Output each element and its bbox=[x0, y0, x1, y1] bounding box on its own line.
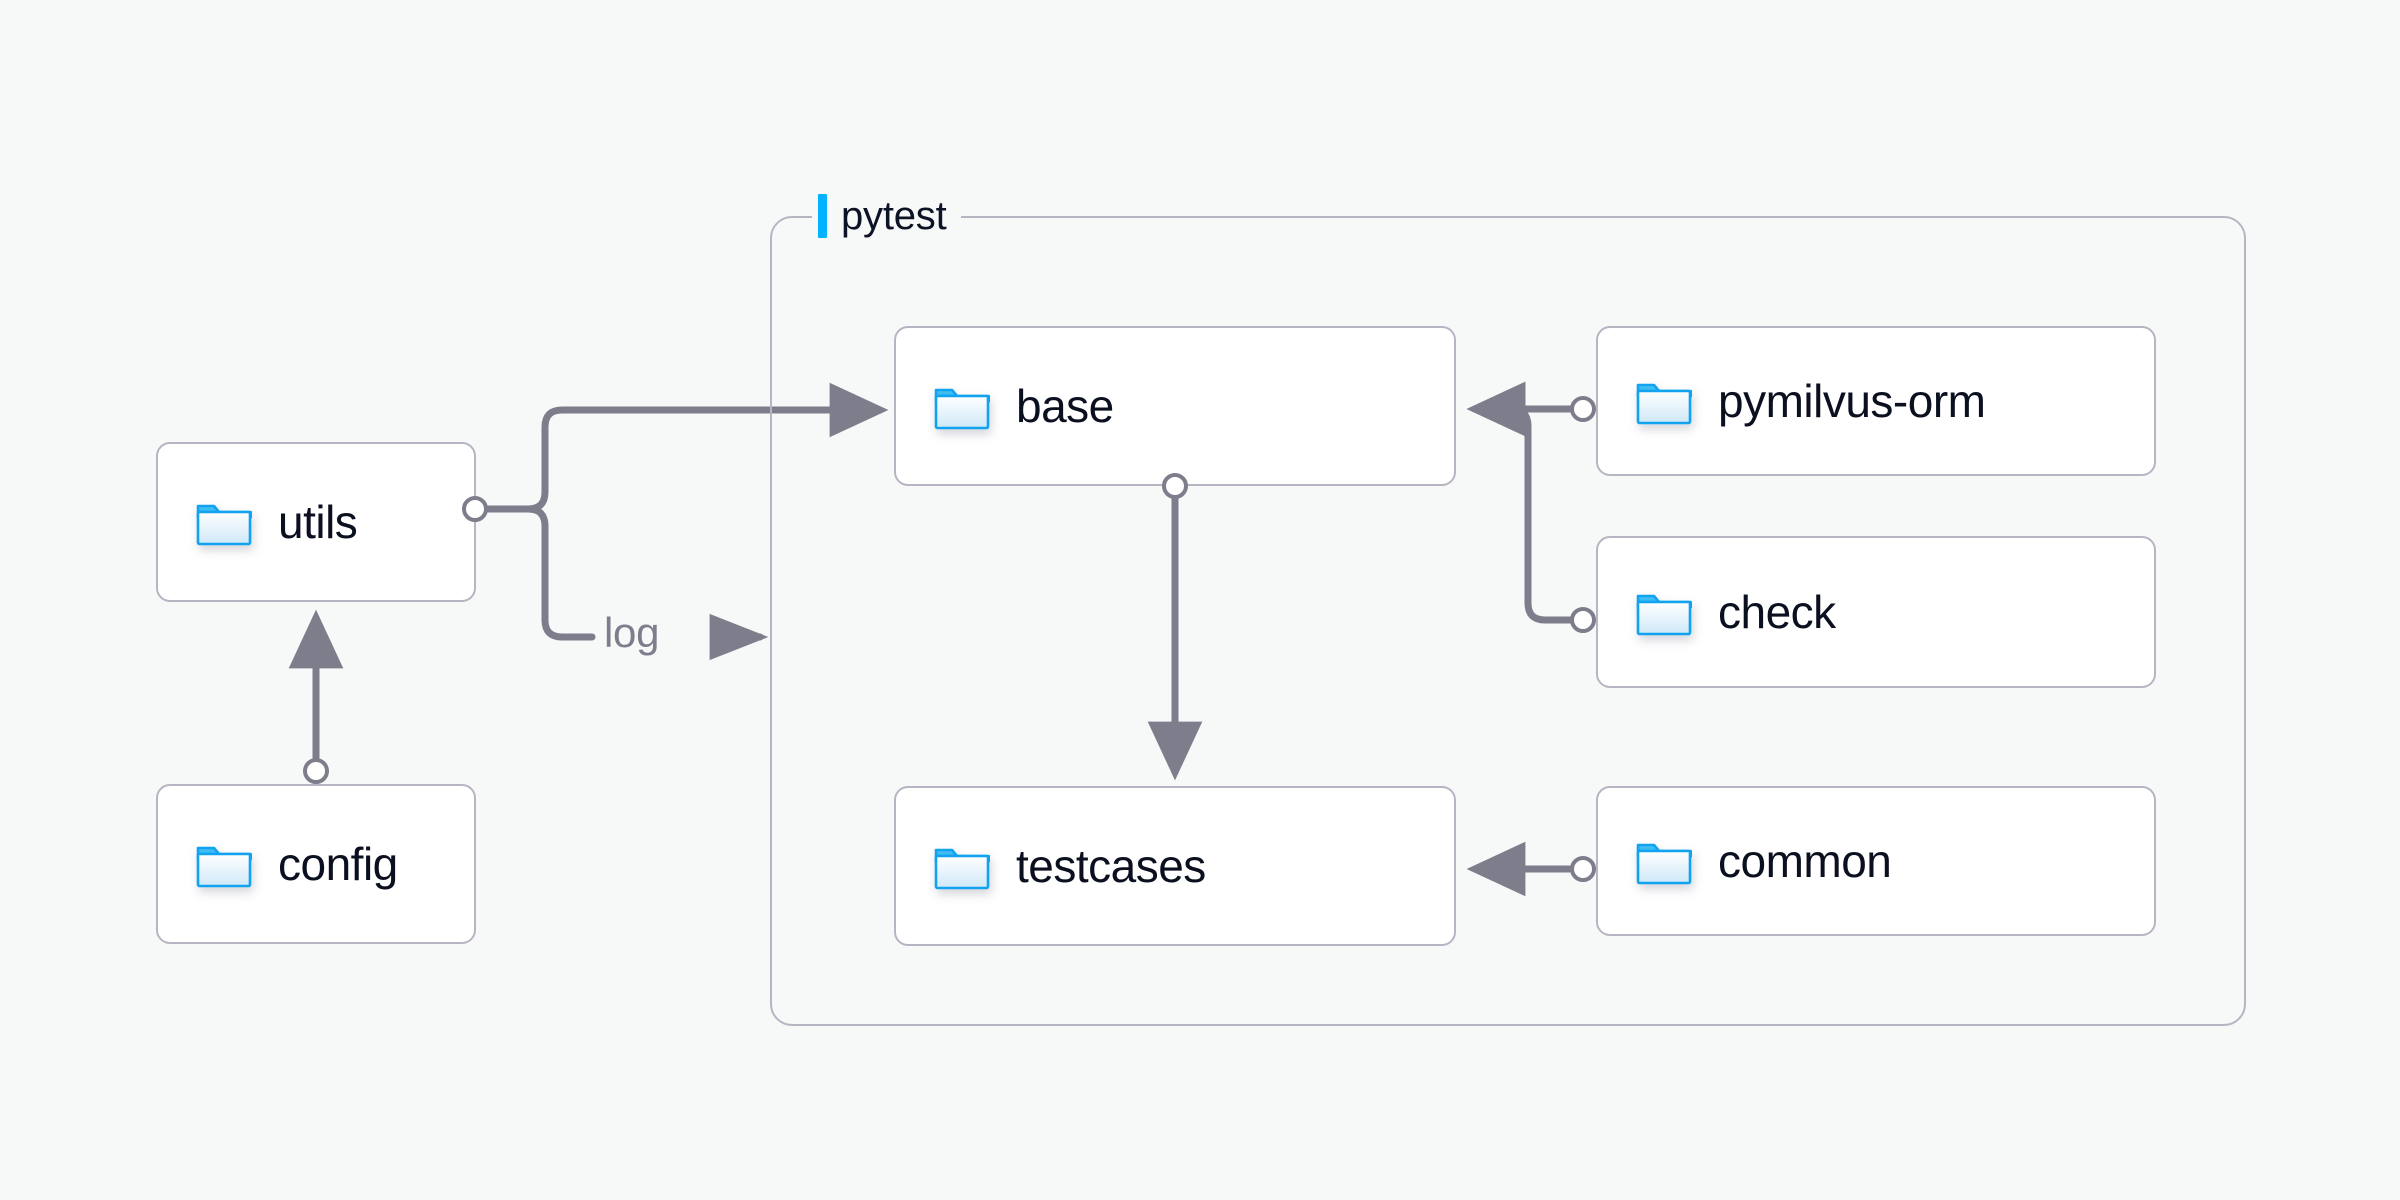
node-check-label: check bbox=[1718, 586, 1836, 638]
folder-icon bbox=[934, 382, 992, 430]
group-pytest-label: pytest bbox=[812, 189, 961, 243]
node-base-label: base bbox=[1016, 380, 1114, 432]
node-pymilvus-orm[interactable]: pymilvus-orm bbox=[1596, 326, 2156, 476]
folder-icon bbox=[1636, 837, 1694, 885]
folder-icon bbox=[1636, 377, 1694, 425]
folder-icon bbox=[934, 842, 992, 890]
folder-icon bbox=[196, 840, 254, 888]
node-common[interactable]: common bbox=[1596, 786, 2156, 936]
handle-config-top[interactable] bbox=[303, 758, 329, 784]
folder-icon bbox=[1636, 588, 1694, 636]
handle-pymilvus-orm-left[interactable] bbox=[1570, 396, 1596, 422]
node-utils-label: utils bbox=[278, 496, 358, 548]
node-pymilvus-orm-label: pymilvus-orm bbox=[1718, 375, 1986, 427]
handle-base-bottom[interactable] bbox=[1162, 473, 1188, 499]
node-check[interactable]: check bbox=[1596, 536, 2156, 688]
handle-utils-right[interactable] bbox=[462, 496, 488, 522]
node-testcases[interactable]: testcases bbox=[894, 786, 1456, 946]
folder-icon bbox=[196, 498, 254, 546]
edge-label-log: log bbox=[604, 609, 660, 656]
group-pytest-label-text: pytest bbox=[841, 193, 947, 238]
node-common-label: common bbox=[1718, 835, 1892, 887]
handle-common-left[interactable] bbox=[1570, 856, 1596, 882]
node-config[interactable]: config bbox=[156, 784, 476, 944]
node-config-label: config bbox=[278, 838, 398, 890]
handle-check-left[interactable] bbox=[1570, 607, 1596, 633]
group-pytest[interactable] bbox=[770, 216, 2246, 1026]
node-testcases-label: testcases bbox=[1016, 840, 1206, 892]
edge-utils-to-log bbox=[471, 505, 596, 641]
node-base[interactable]: base bbox=[894, 326, 1456, 486]
node-utils[interactable]: utils bbox=[156, 442, 476, 602]
accent-bar-icon bbox=[818, 194, 827, 238]
